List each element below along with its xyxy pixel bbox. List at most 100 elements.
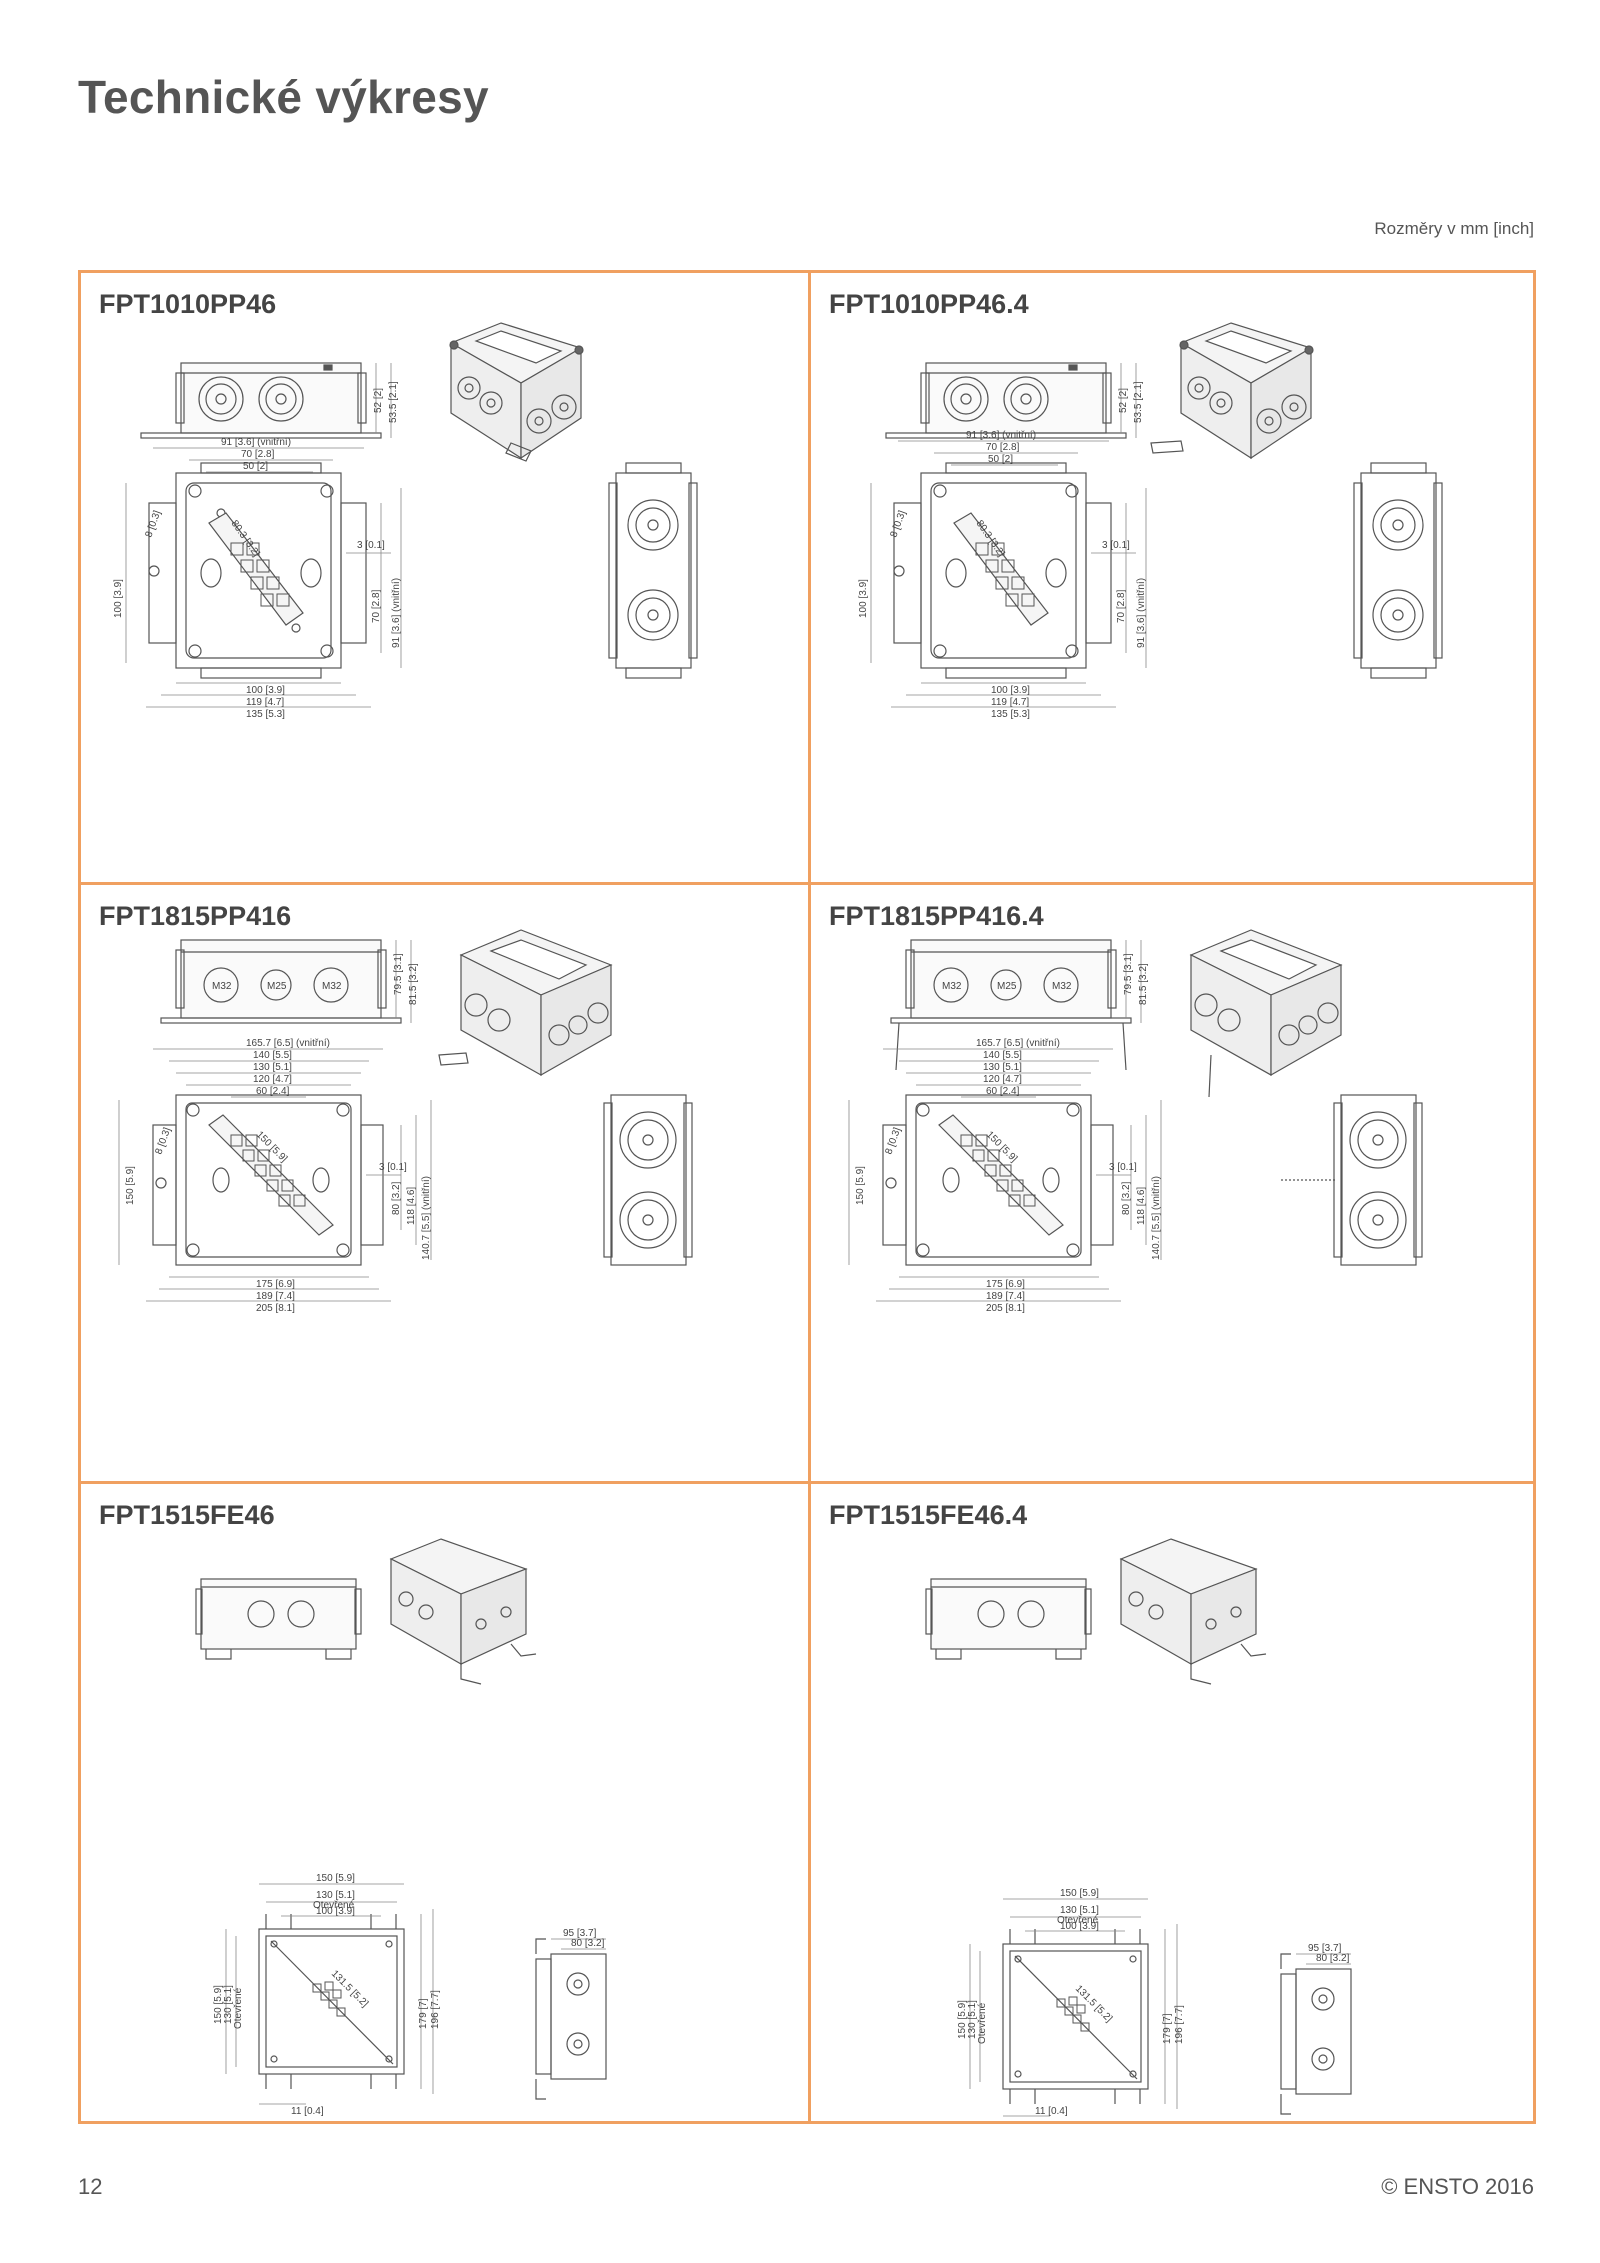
cell-fpt1010pp46: FPT1010PP46 xyxy=(81,273,808,882)
cell-fpt1815pp416-4: FPT1815PP416.4 xyxy=(811,885,1536,1481)
top-view xyxy=(258,1914,405,2089)
top-view xyxy=(152,1094,384,1266)
dim-hole: 8 [0.3] xyxy=(143,509,163,539)
page-number: 12 xyxy=(78,2174,103,2199)
isometric-view xyxy=(438,929,613,1077)
isometric-view xyxy=(1119,1538,1267,1685)
dim-side-height-2: 81.5 [3.2] xyxy=(1138,963,1149,1005)
dim-wall: 3 [0.1] xyxy=(379,1162,407,1173)
dimension-lines xyxy=(848,940,1162,1302)
dim-bottom-3: 135 [5.3] xyxy=(246,709,285,720)
grid-divider-horizontal-2 xyxy=(81,1481,1533,1484)
dim-right-2: 91 [3.6] (vnitřní) xyxy=(1136,578,1147,648)
product-title: FPT1815PP416.4 xyxy=(829,901,1044,931)
dim-top-1: 165.7 [6.5] (vnitřní) xyxy=(976,1038,1060,1049)
product-title: FPT1010PP46 xyxy=(99,289,277,319)
dim-top-2: 70 [2.8] xyxy=(241,449,275,460)
dim-hole: 8 [0.3] xyxy=(883,1126,903,1156)
gland-label-1: M32 xyxy=(212,981,232,992)
dim-top-1: 91 [3.6] (vnitřní) xyxy=(966,430,1036,441)
gland-label-3: M32 xyxy=(1052,981,1072,992)
side-view xyxy=(925,1578,1092,1660)
technical-drawing: 150 [5.9] 130 [5.1] Otevřené 100 [3.9] 1… xyxy=(925,1538,1352,2117)
dim-side-height-2: 53.5 [2.1] xyxy=(388,381,399,423)
page-title: Technické výkresy xyxy=(78,71,489,123)
technical-drawing: 52 [2] 53.5 [2.1] 91 [3.6] (vnitřní) 70 … xyxy=(113,322,698,720)
cell-fpt1515fe46: FPT1515FE46 xyxy=(81,1484,808,2124)
dim-hole: 8 [0.3] xyxy=(153,1126,173,1156)
dim-side-height-1: 52 [2] xyxy=(373,388,384,413)
side-end-view xyxy=(535,1938,607,2100)
dim-top-1: 150 [5.9] xyxy=(1060,1888,1099,1899)
end-view xyxy=(603,1094,693,1266)
side-end-view xyxy=(1280,1953,1352,2115)
dim-right-3: 140.7 [5.5] (vnitřní) xyxy=(421,1176,432,1260)
dimension-lines xyxy=(225,1883,606,2105)
top-view xyxy=(148,462,367,679)
side-view xyxy=(885,362,1127,439)
dim-bottom: 11 [0.4] xyxy=(1035,2106,1068,2117)
dim-left-note: Otevřené xyxy=(233,1987,244,2029)
gland-label-2: M25 xyxy=(997,981,1017,992)
dim-side-height-1: 79.5 [3.1] xyxy=(393,953,404,995)
dim-bottom-1: 100 [3.9] xyxy=(991,685,1030,696)
dim-hole: 8 [0.3] xyxy=(888,509,908,539)
dim-bottom-1: 175 [6.9] xyxy=(256,1279,295,1290)
dim-top-2-note: Otevřené xyxy=(313,1900,355,1911)
dimension-lines xyxy=(969,1898,1351,2117)
dim-bottom-3: 205 [8.1] xyxy=(986,1303,1025,1314)
side-view xyxy=(195,1578,362,1660)
top-view xyxy=(893,462,1112,679)
dim-side-height-2: 81.5 [3.2] xyxy=(408,963,419,1005)
dim-right-1: 70 [2.8] xyxy=(1116,589,1127,623)
dim-top-1: 91 [3.6] (vnitřní) xyxy=(221,437,291,448)
gland-label-2: M25 xyxy=(267,981,287,992)
isometric-view xyxy=(449,322,584,462)
dim-side-height-2: 53.5 [2.1] xyxy=(1133,381,1144,423)
end-view xyxy=(1353,462,1443,679)
dim-top-2: 140 [5.5] xyxy=(253,1050,292,1061)
dim-side-1: 95 [3.7] xyxy=(1308,1943,1342,1954)
gland-label-1: M32 xyxy=(942,981,962,992)
product-title: FPT1515FE46.4 xyxy=(829,1500,1028,1530)
dim-bottom: 11 [0.4] xyxy=(291,2106,324,2117)
dim-top-3: 130 [5.1] xyxy=(253,1062,292,1073)
dim-right-3: 140.7 [5.5] (vnitřní) xyxy=(1151,1176,1162,1260)
dim-left-height: 150 [5.9] xyxy=(125,1166,136,1205)
dimension-lines xyxy=(870,363,1147,708)
dim-rail: 131.5 [5.2] xyxy=(329,1968,370,2009)
dim-bottom-1: 100 [3.9] xyxy=(246,685,285,696)
dim-top-3: 50 [2] xyxy=(243,461,268,472)
dim-top-4: 120 [4.7] xyxy=(253,1074,292,1085)
dim-top-1: 165.7 [6.5] (vnitřní) xyxy=(246,1038,330,1049)
technical-drawing: 79.5 [3.1] 81.5 [3.2] M32 M25 M32 165.7 … xyxy=(118,929,693,1314)
dim-right-2: 196 [7.7] xyxy=(1174,2005,1185,2044)
dim-top-5: 60 [2.4] xyxy=(256,1086,290,1097)
dim-right-1: 70 [2.8] xyxy=(371,589,382,623)
dim-right-2: 91 [3.6] (vnitřní) xyxy=(391,578,402,648)
dim-bottom-1: 175 [6.9] xyxy=(986,1279,1025,1290)
isometric-view xyxy=(1189,929,1343,1098)
dim-bottom-2: 189 [7.4] xyxy=(986,1291,1025,1302)
dim-top-3: 130 [5.1] xyxy=(983,1062,1022,1073)
product-title: FPT1515FE46 xyxy=(99,1500,275,1530)
dim-wall: 3 [0.1] xyxy=(1109,1162,1137,1173)
dim-top-2: 140 [5.5] xyxy=(983,1050,1022,1061)
dim-top-2: 130 [5.1] xyxy=(1060,1905,1099,1916)
dim-right-2: 118 [4.6] xyxy=(1136,1187,1147,1225)
dim-right-2: 118 [4.6] xyxy=(406,1187,417,1225)
dim-top-3: 50 [2] xyxy=(988,454,1013,465)
dim-top-1: 150 [5.9] xyxy=(316,1873,355,1884)
dim-side-1: 95 [3.7] xyxy=(563,1928,597,1939)
technical-drawing: 150 [5.9] 130 [5.1] Otevřené 100 [3.9] 1… xyxy=(195,1538,607,2117)
dim-right-1: 179 [7] xyxy=(418,1998,429,2029)
dim-bottom-2: 119 [4.7] xyxy=(991,697,1029,708)
product-title: FPT1815PP416 xyxy=(99,901,292,931)
technical-drawing: 79.5 [3.1] 81.5 [3.2] M32 M25 M32 165.7 … xyxy=(848,929,1423,1314)
dim-rail: 131.5 [5.2] xyxy=(1073,1983,1114,2024)
dim-side-2: 80 [3.2] xyxy=(1316,1953,1350,1964)
side-view xyxy=(890,939,1132,1071)
dim-right-2: 196 [7.7] xyxy=(430,1990,441,2029)
dim-left-height: 100 [3.9] xyxy=(113,579,124,618)
dim-top-2: 70 [2.8] xyxy=(986,442,1020,453)
